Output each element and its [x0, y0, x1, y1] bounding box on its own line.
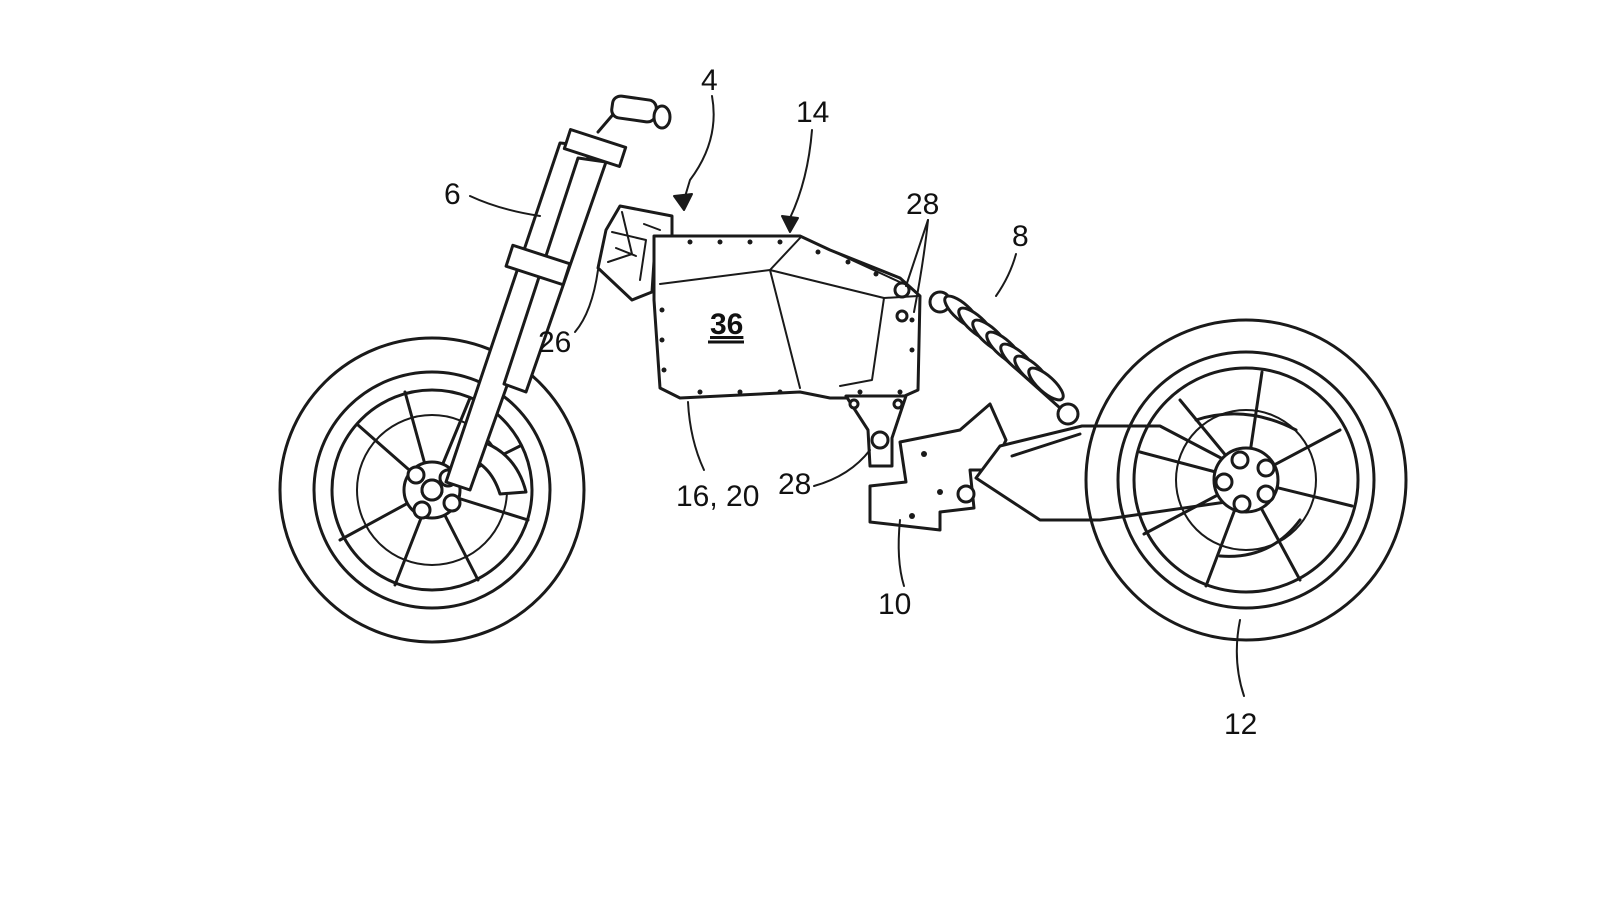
label-shock-absorber: 8 [1012, 220, 1029, 253]
leader-lines [469, 95, 1245, 697]
battery-housing [652, 234, 922, 400]
swingarm [974, 424, 1242, 522]
label-rear-wheel: 12 [1224, 708, 1257, 741]
rear-wheel [1084, 318, 1408, 642]
front-fork [420, 94, 672, 502]
label-battery-side: 36 [710, 308, 743, 341]
reference-labels: 4 14 6 28 8 26 36 28 16, 20 10 12 [444, 64, 1257, 741]
label-mount-upper: 28 [906, 188, 939, 221]
label-mount-lower: 28 [778, 468, 811, 501]
label-battery-housing: 14 [796, 96, 829, 129]
lower-mount [844, 394, 908, 468]
label-swingarm-bracket: 10 [878, 588, 911, 621]
label-front-fork: 6 [444, 178, 461, 211]
headstock-bracket [596, 204, 674, 302]
shock-absorber [928, 290, 1080, 426]
swingarm-bracket [868, 402, 1008, 532]
label-headstock-bracket: 26 [538, 326, 571, 359]
label-frame: 4 [701, 64, 718, 97]
label-housing-bottom: 16, 20 [676, 480, 759, 513]
